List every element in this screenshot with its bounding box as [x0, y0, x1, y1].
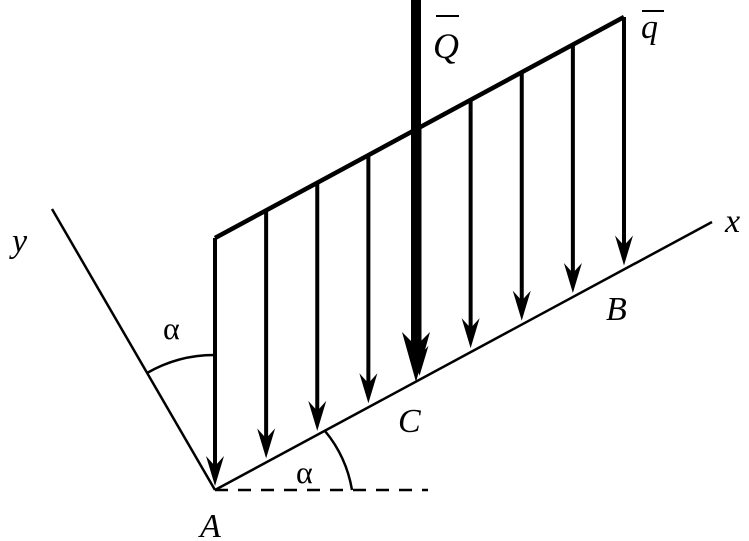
x-axis-label: x — [724, 203, 740, 240]
load-q-label: q — [641, 9, 658, 46]
angle-alpha-bottom-label: α — [296, 454, 313, 490]
load-arrowhead — [257, 428, 276, 459]
angle-arc-bottom — [324, 430, 354, 491]
angle-arc-left — [146, 353, 216, 375]
load-arrowhead — [206, 456, 224, 486]
force-Q-label: Q — [433, 26, 459, 66]
angle-alpha-left-label: α — [163, 310, 180, 346]
load-arrowhead — [615, 235, 633, 266]
y-axis-label: y — [9, 223, 28, 260]
load-arrowhead — [563, 263, 582, 294]
point-B-label: B — [606, 291, 627, 328]
load-arrowhead — [359, 373, 378, 404]
load-arrowhead — [461, 318, 480, 349]
y-axis-line — [50, 208, 217, 491]
x-axis-line — [214, 220, 713, 492]
resultant-force-Q — [402, 0, 430, 382]
load-arrowhead — [512, 290, 531, 321]
resultant-arrowhead — [402, 332, 430, 382]
point-A-label: A — [198, 508, 221, 541]
point-C-label: C — [398, 403, 421, 440]
load-arrowhead — [308, 400, 327, 431]
